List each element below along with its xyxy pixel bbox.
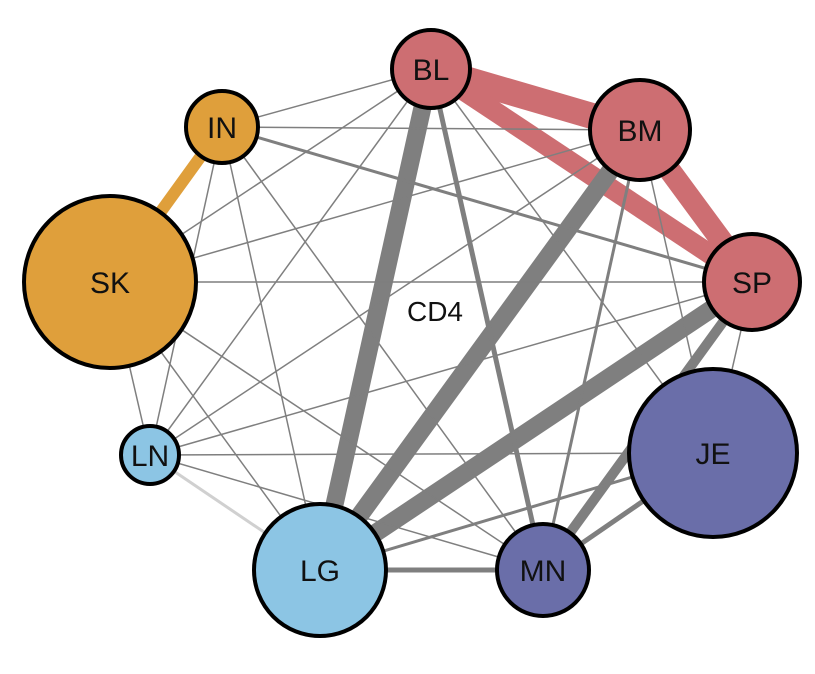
node-circle-sk	[22, 194, 198, 370]
edge-bl-sp	[425, 60, 758, 291]
edge-sp-lg	[315, 274, 757, 578]
node-lg: LG	[252, 502, 388, 638]
node-circle-bl	[390, 28, 472, 110]
edge-in-sp	[221, 125, 753, 284]
edge-bm-mn	[541, 129, 642, 571]
node-circle-mn	[495, 522, 591, 618]
edge-sk-bm	[109, 129, 641, 283]
node-circle-sp	[702, 232, 802, 332]
node-sk: SK	[22, 194, 198, 370]
edge-in-lg	[221, 126, 321, 571]
node-sp: SP	[702, 232, 802, 332]
node-circle-je	[627, 367, 799, 539]
node-label-bm: BM	[618, 115, 663, 148]
node-ln: LN	[119, 424, 181, 486]
node-label-lg: LG	[300, 555, 340, 588]
node-label-sk: SK	[90, 267, 130, 300]
edge-ln-bl	[149, 68, 432, 456]
node-circle-lg	[252, 502, 388, 638]
node-in: IN	[184, 89, 260, 165]
node-bm: BM	[588, 78, 692, 182]
edge-bl-mn	[428, 68, 546, 571]
node-label-in: IN	[207, 112, 237, 145]
node-circle-ln	[119, 424, 181, 486]
node-je: JE	[627, 367, 799, 539]
node-label-bl: BL	[413, 54, 450, 87]
node-bl: BL	[390, 28, 472, 110]
node-label-je: JE	[695, 438, 730, 471]
edge-in-mn	[221, 126, 544, 571]
node-label-ln: LN	[131, 440, 169, 473]
edge-ln-je	[149, 452, 714, 456]
node-label-mn: MN	[520, 555, 567, 588]
center-title: CD4	[407, 296, 463, 327]
node-label-sp: SP	[732, 267, 772, 300]
nodes-layer: BL BM SP IN SK LN LG MN JE	[22, 28, 802, 638]
edge-bl-lg	[311, 67, 440, 572]
node-circle-in	[184, 89, 260, 165]
edge-in-bm	[221, 126, 641, 131]
node-mn: MN	[495, 522, 591, 618]
edge-ln-sp	[149, 281, 753, 456]
edge-bm-lg	[312, 124, 648, 576]
edge-ln-bm	[149, 129, 641, 456]
node-circle-bm	[588, 78, 692, 182]
